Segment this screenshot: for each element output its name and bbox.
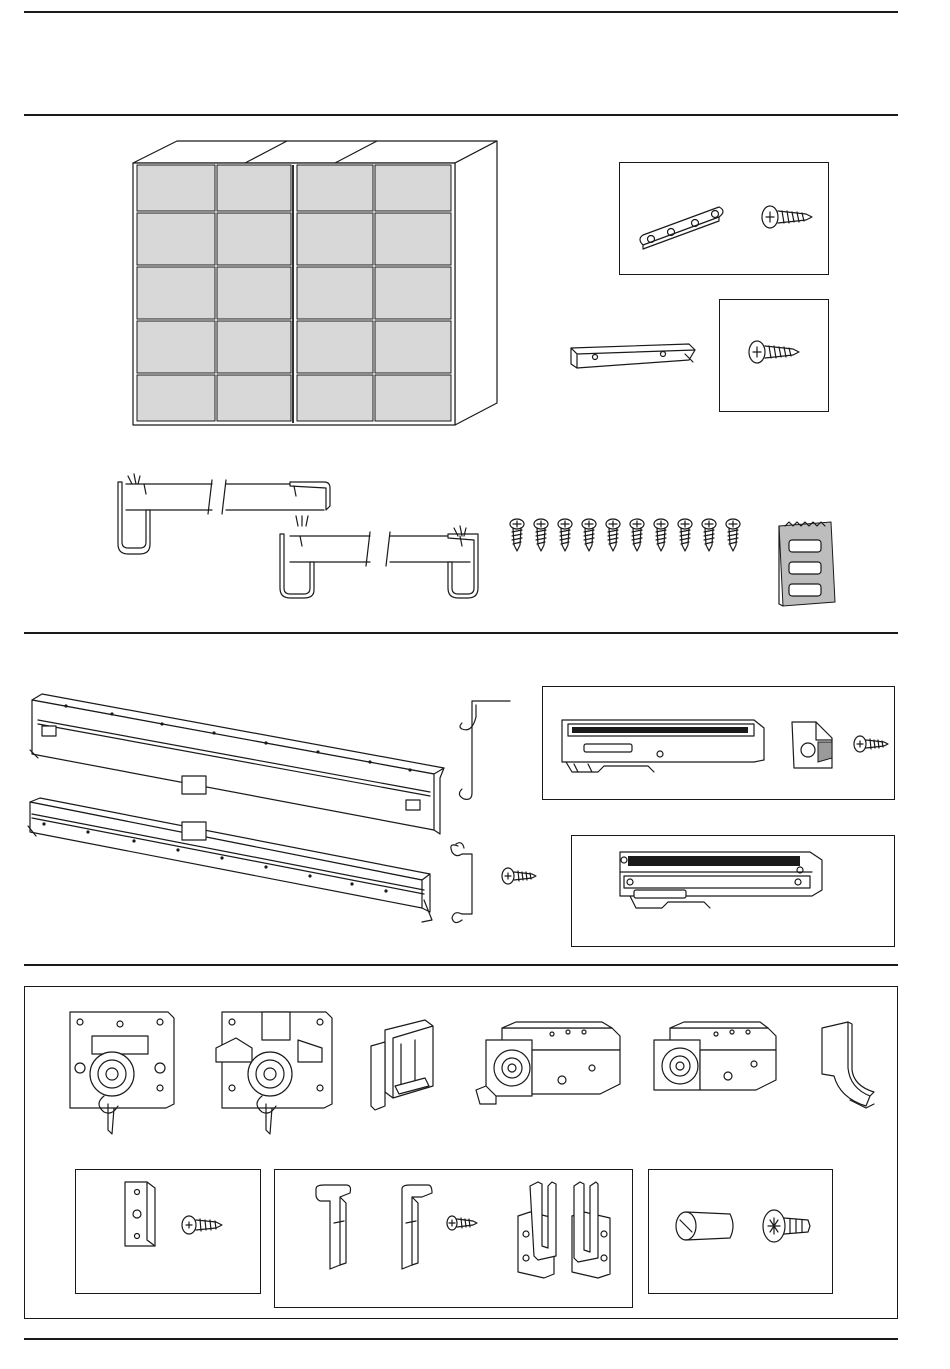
top-rule [24,11,898,13]
shelf-bracket-diagram [118,470,488,600]
screw-icon [852,732,892,756]
floor-guide-pair [508,1176,623,1286]
bent-bracket [808,1018,878,1118]
top-roller-2 [644,1020,784,1100]
left-door [137,165,291,421]
stopper-block [786,718,836,773]
guide-bracket-right [388,1183,438,1273]
screw-icon [510,519,524,551]
screw-icon [180,1212,225,1238]
connector-bolt [672,1208,740,1244]
mounting-bracket [115,1178,165,1253]
screw-icon [445,1212,480,1234]
bottom-rule [24,1338,898,1340]
screw-icon [760,203,815,231]
section-rule-1 [24,114,898,116]
small-rail [565,340,700,375]
wardrobe-top [133,141,497,163]
bracket-screw-box [75,1169,261,1294]
guide-clip [365,1016,445,1116]
section-rule-3 [24,964,898,966]
top-roller-1 [472,1020,627,1110]
rail-clip-bottom [442,838,492,933]
section-rule-2 [24,632,898,634]
wardrobe-side [455,141,497,425]
connector-plate [633,195,733,255]
roller-fitting-2 [212,1008,337,1138]
wardrobe-illustration [125,135,505,430]
adjuster-pad [775,518,840,608]
screw-icon [747,338,802,366]
guide-bracket-left [310,1183,360,1273]
rail-clip-top [452,697,517,807]
door-stopper [558,714,773,776]
roller-fitting-1 [64,1008,179,1138]
screw-icon [500,864,540,888]
soft-close-damper [610,848,835,918]
screw-row [505,515,755,553]
cam-screw [760,1206,815,1246]
bottom-rail [26,796,451,926]
